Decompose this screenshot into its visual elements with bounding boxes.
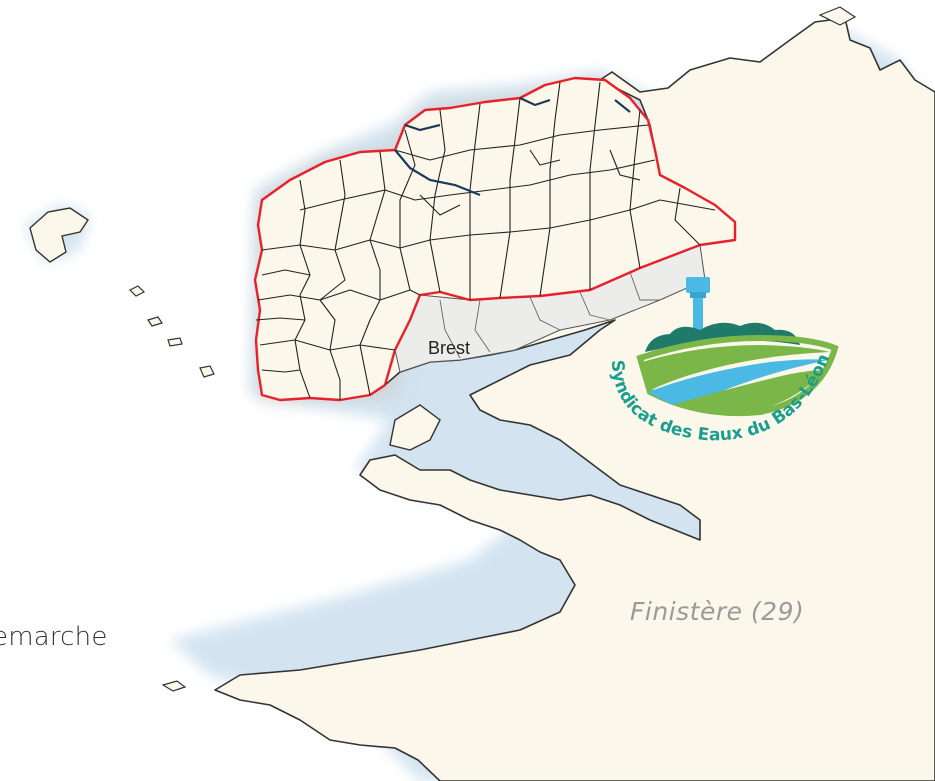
island-ouessant xyxy=(29,207,89,263)
syndicat-zone xyxy=(253,76,737,402)
peninsula-crozon xyxy=(389,404,441,451)
small-islands xyxy=(128,6,857,692)
tower-shaft xyxy=(693,298,703,346)
department-label: Finistère (29) xyxy=(630,597,805,626)
rivers xyxy=(394,97,631,197)
demarche-text: emarche xyxy=(0,622,108,652)
commune-boundaries xyxy=(255,81,716,400)
logo-field-green2 xyxy=(672,370,825,414)
tower-top xyxy=(690,292,706,298)
tower-cap xyxy=(686,277,710,293)
city-label-brest: Brest xyxy=(428,338,471,358)
logo-field-blue xyxy=(648,359,828,405)
logo-field-green xyxy=(642,345,830,392)
brest-communes xyxy=(439,271,660,359)
